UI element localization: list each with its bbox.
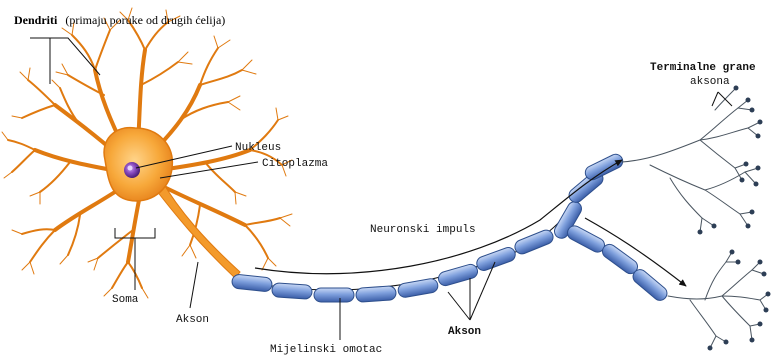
nucleus-label: Nukleus [235, 142, 281, 154]
terminal-branches-label-2: aksona [690, 76, 730, 88]
myelin-sheath-label: Mijelinski omotac [270, 344, 382, 356]
axon-label-bold: Akson [448, 326, 481, 338]
axon-terminals-upper [622, 86, 763, 235]
cytoplasm-label: Citoplazma [262, 158, 328, 170]
soma-label: Soma [112, 294, 139, 306]
soma-cell-body [104, 128, 172, 201]
nucleus-shape [124, 162, 140, 178]
terminal-branches-label-1: Terminalne grane [650, 62, 756, 74]
axon-label-left: Akson [176, 314, 209, 326]
axon-hillock [150, 178, 240, 278]
dendrites-label: Dendriti (primaju poruke od drugih ćelij… [14, 11, 225, 28]
nerve-impulse-label: Neuronski impuls [370, 224, 476, 236]
axon-terminals-lower [668, 250, 771, 351]
nucleolus-dot [128, 166, 133, 171]
